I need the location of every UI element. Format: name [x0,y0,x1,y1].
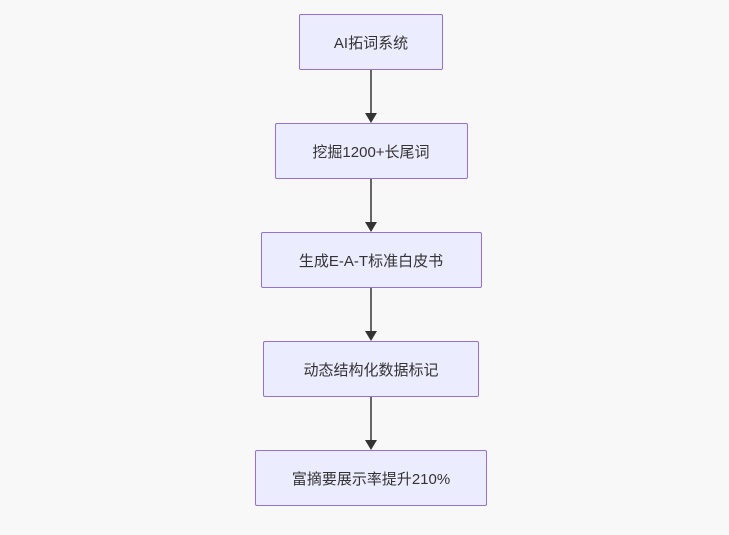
edge-line [370,179,372,222]
node-label: 富摘要展示率提升210% [291,470,451,488]
node-longtail-keyword-mining: 挖掘1200+长尾词 [274,123,468,179]
node-label: 生成E-A-T标准白皮书 [298,252,444,270]
edge-arrow-down-4 [365,397,377,450]
edge-arrow-down-1 [365,70,377,123]
node-ai-word-expansion-system: AI拓词系统 [299,14,443,70]
node-rich-snippet-rate-increase: 富摘要展示率提升210% [255,450,487,506]
edge-line [370,288,372,331]
node-label: AI拓词系统 [333,34,409,52]
node-eat-standard-whitepaper: 生成E-A-T标准白皮书 [260,232,482,288]
arrowhead-icon [365,331,377,341]
node-label: 挖掘1200+长尾词 [312,143,430,161]
arrowhead-icon [365,440,377,450]
node-dynamic-structured-data-markup: 动态结构化数据标记 [263,341,479,397]
edge-line [370,70,372,113]
edge-arrow-down-2 [365,179,377,232]
arrowhead-icon [365,222,377,232]
arrowhead-icon [365,113,377,123]
edge-line [370,397,372,440]
edge-arrow-down-3 [365,288,377,341]
node-label: 动态结构化数据标记 [303,361,439,379]
